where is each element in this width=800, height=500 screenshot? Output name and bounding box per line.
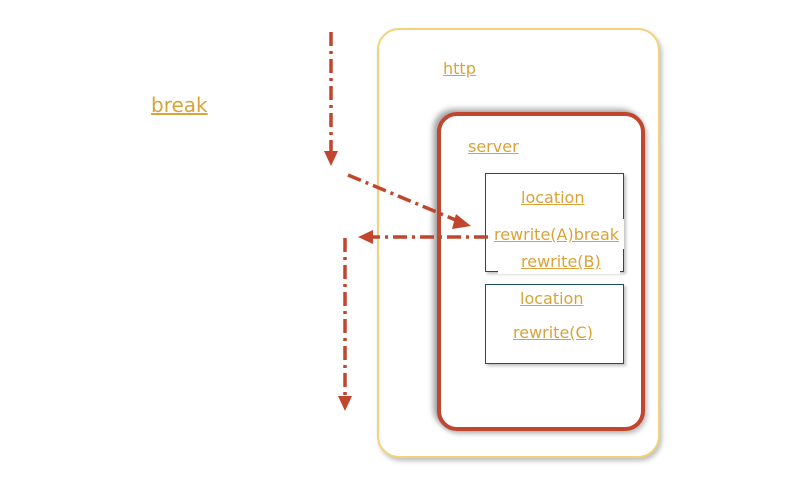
arrowhead-entry (324, 151, 338, 166)
rewrite-a-background (492, 219, 624, 249)
rewrite-b-background (498, 248, 620, 274)
location-label-1[interactable]: location (521, 188, 585, 207)
rewrite-c-label[interactable]: rewrite(C) (513, 323, 593, 342)
http-label[interactable]: http (443, 59, 476, 78)
break-label[interactable]: break (151, 93, 208, 117)
location-label-2[interactable]: location (520, 289, 584, 308)
arrowhead-exit (338, 396, 352, 411)
server-label[interactable]: server (468, 137, 519, 156)
rewrite-b-label[interactable]: rewrite(B) (521, 252, 601, 271)
arrowhead-break-out (358, 230, 373, 244)
location-block-2 (485, 284, 624, 364)
rewrite-a-break-label[interactable]: rewrite(A)break (494, 225, 620, 244)
